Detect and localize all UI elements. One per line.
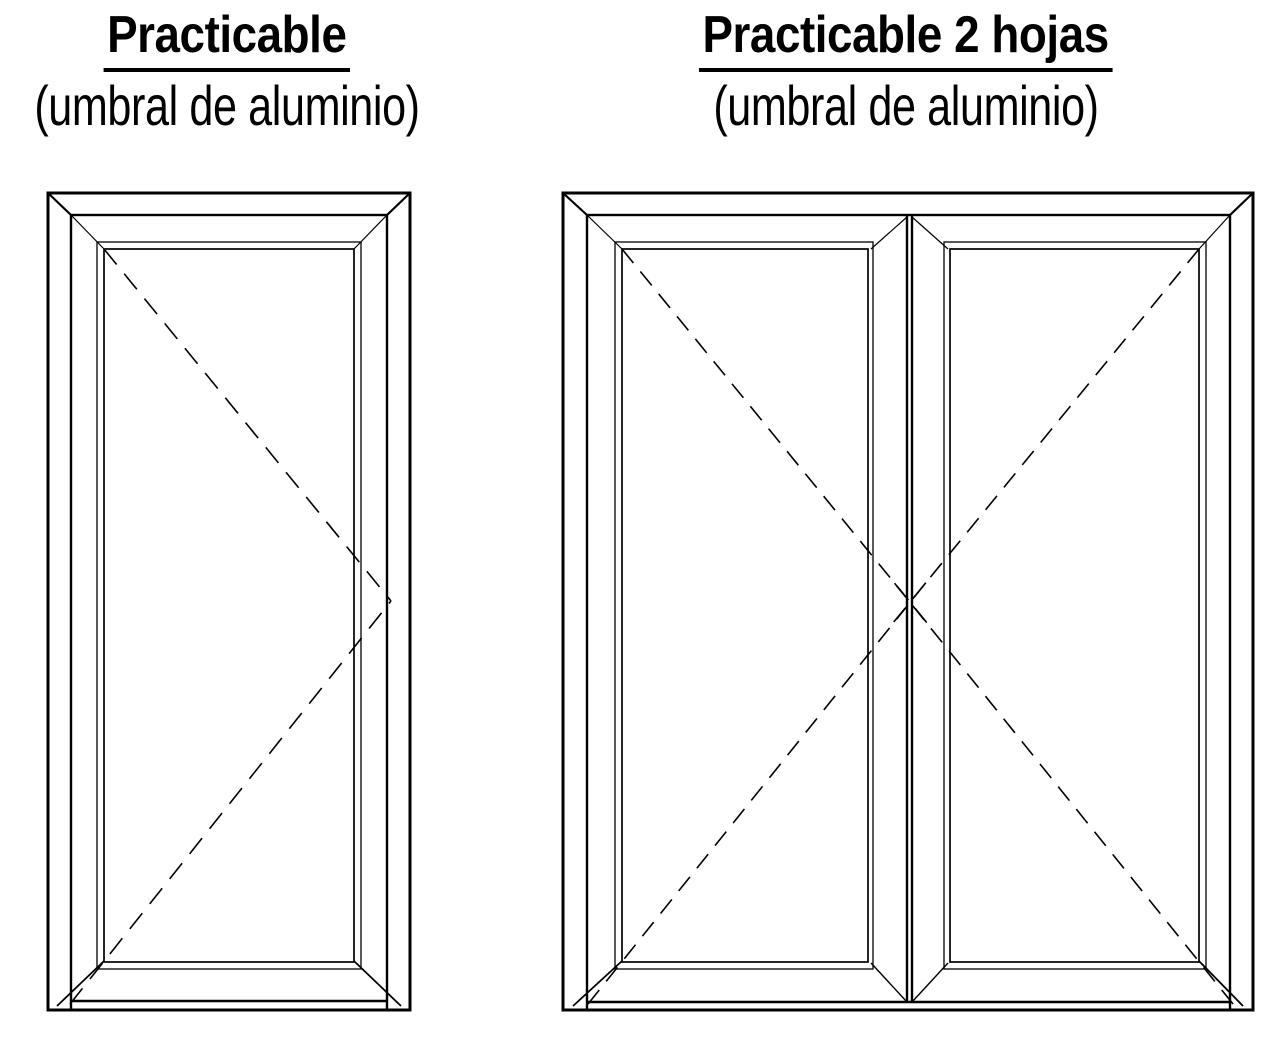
single-leaf-title: Practicable [103,6,351,73]
single-leaf-title-row: Practicable [0,6,477,73]
double-miter-bottom-right [1198,960,1244,1007]
double-left-leaf-glass [621,248,869,963]
single-glass-sightline [103,248,355,963]
double-miter-top-right-sash [1198,214,1231,250]
double-leaf-title: Practicable 2 hojas [699,6,1113,73]
double-miter-center-bottom-left [870,962,908,1003]
single-leaf-subtitle: (umbral de aluminio) [34,74,420,138]
double-leaf-title-row: Practicable 2 hojas [656,6,1156,73]
double-miter-center-top-right [911,216,949,250]
single-miter-top-right-frame [386,192,411,216]
single-window-drawing [46,191,412,1012]
single-miter-top-left-sash [70,214,105,250]
single-glazing-bead [96,241,362,970]
double-miter-bottom-left [572,960,623,1007]
double-right-leaf-glass [949,248,1200,963]
double-miter-center-top-left [870,216,908,250]
double-left-leaf-glazing-bead [614,241,874,970]
double-right-leaf-opening-dash-top [887,248,1200,630]
double-right-leaf-glazing-bead [943,241,1207,970]
single-miter-top-right-sash [353,214,388,250]
single-opening-dash-bottom [69,600,392,1005]
double-miter-top-left-sash [586,214,623,250]
double-leaf-subtitle-row: (umbral de aluminio) [656,75,1156,138]
double-leaf-subtitle: (umbral de aluminio) [713,74,1099,138]
double-window-drawing [561,191,1255,1012]
double-leaf-title-block: Practicable 2 hojas (umbral de aluminio) [656,6,1156,138]
double-left-leaf-opening-dash-bottom [587,574,933,1005]
single-frame-sash-junction [69,213,389,1012]
double-miter-top-right-frame [1229,192,1254,216]
single-miter-top-left-frame [47,192,72,216]
double-left-leaf-opening-dash-top [621,248,933,630]
double-miter-top-left-frame [562,192,588,216]
single-outer-frame [46,191,412,1012]
single-miter-bottom-right [353,960,402,1007]
double-frame-sash-junction [585,213,1232,1012]
single-leaf-title-block: Practicable (umbral de aluminio) [0,6,477,138]
single-leaf-subtitle-row: (umbral de aluminio) [0,75,477,138]
double-right-leaf-opening-dash-bottom [887,574,1234,1005]
single-opening-dash-top [103,248,392,602]
double-miter-center-bottom-right [911,962,949,1003]
single-miter-bottom-left [56,960,105,1007]
